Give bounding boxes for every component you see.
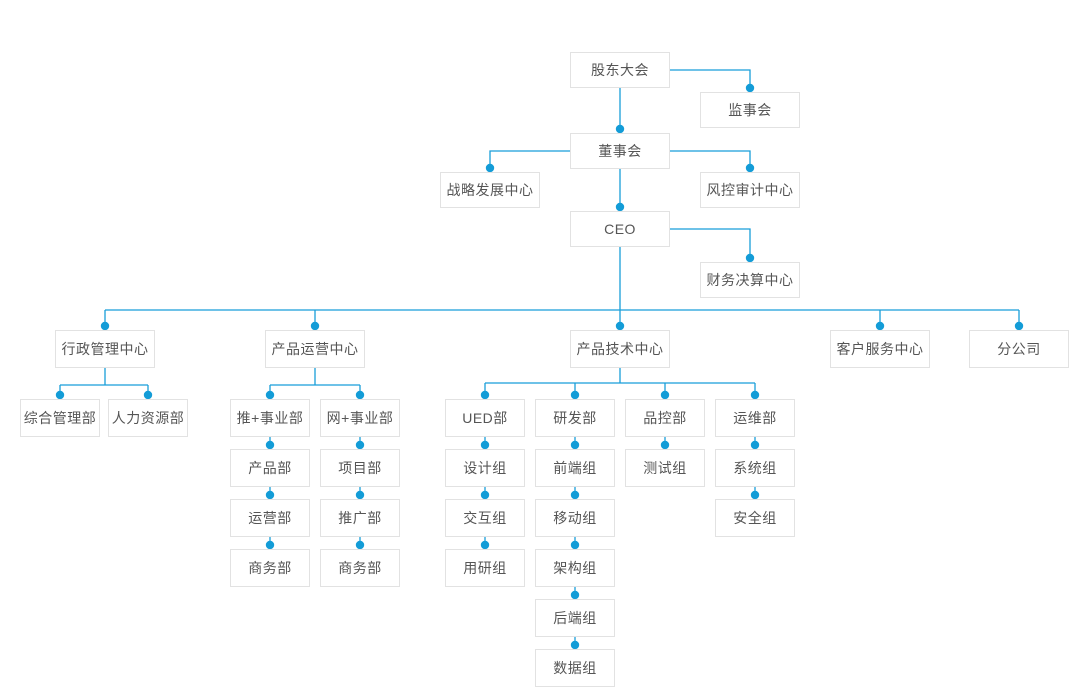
org-node-promotion-dept: 推广部	[320, 499, 400, 537]
org-node-operation-dept: 运营部	[230, 499, 310, 537]
org-node-strategic-development-center: 战略发展中心	[440, 172, 540, 208]
org-node-user-research-group: 用研组	[445, 549, 525, 587]
org-node-backend-group: 后端组	[535, 599, 615, 637]
org-node-shareholders-meeting: 股东大会	[570, 52, 670, 88]
org-node-frontend-group: 前端组	[535, 449, 615, 487]
org-node-general-management-dept: 综合管理部	[20, 399, 100, 437]
org-node-board-of-directors: 董事会	[570, 133, 670, 169]
org-node-ceo: CEO	[570, 211, 670, 247]
org-node-business-dept-2: 商务部	[320, 549, 400, 587]
org-node-tui-business-dept: 推+事业部	[230, 399, 310, 437]
org-node-branch-company: 分公司	[969, 330, 1069, 368]
org-node-business-dept-1: 商务部	[230, 549, 310, 587]
org-node-ued-dept: UED部	[445, 399, 525, 437]
org-node-customer-service-center: 客户服务中心	[830, 330, 930, 368]
org-node-interaction-group: 交互组	[445, 499, 525, 537]
org-node-operations-maintenance-dept: 运维部	[715, 399, 795, 437]
org-node-product-technology-center: 产品技术中心	[570, 330, 670, 368]
org-node-security-group: 安全组	[715, 499, 795, 537]
org-node-system-group: 系统组	[715, 449, 795, 487]
org-node-architecture-group: 架构组	[535, 549, 615, 587]
org-node-testing-group: 测试组	[625, 449, 705, 487]
org-node-project-dept: 项目部	[320, 449, 400, 487]
org-node-human-resources-dept: 人力资源部	[108, 399, 188, 437]
org-node-mobile-group: 移动组	[535, 499, 615, 537]
org-node-data-group: 数据组	[535, 649, 615, 687]
org-node-risk-audit-center: 风控审计中心	[700, 172, 800, 208]
org-node-design-group: 设计组	[445, 449, 525, 487]
org-node-wang-business-dept: 网+事业部	[320, 399, 400, 437]
org-node-quality-control-dept: 品控部	[625, 399, 705, 437]
org-node-product-dept: 产品部	[230, 449, 310, 487]
org-node-financial-settlement-center: 财务决算中心	[700, 262, 800, 298]
org-node-rd-dept: 研发部	[535, 399, 615, 437]
org-node-supervisory-board: 监事会	[700, 92, 800, 128]
org-node-admin-management-center: 行政管理中心	[55, 330, 155, 368]
org-node-product-operations-center: 产品运营中心	[265, 330, 365, 368]
